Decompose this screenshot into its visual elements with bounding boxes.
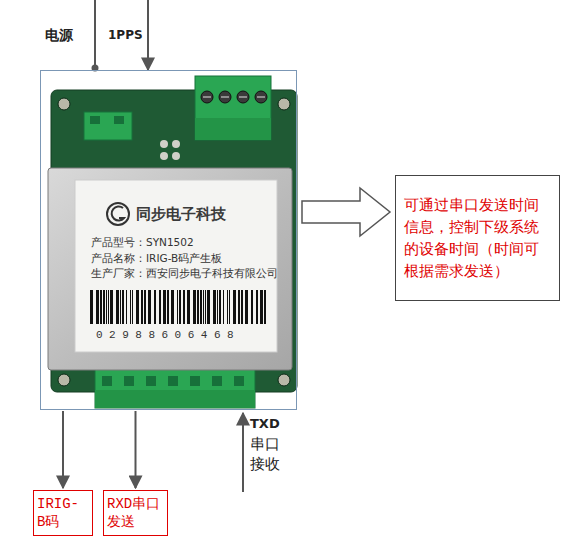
barcode [90,290,266,324]
label-sticker [75,180,277,352]
terminal-block [195,76,271,140]
pps-wire [147,0,149,70]
logo [107,203,129,225]
block-arrow [302,188,390,236]
board-frame: 同步电子科技产品型号：SYN1502 产品名称：IRIG-B码产生板生产厂家：西安… [40,70,297,410]
output-box: RXD串口 发送 [103,490,168,536]
power-wire [94,0,96,68]
signal-label: 1PPS [108,28,143,42]
maker-line: 生产厂家：西安同步电子科技有限公司 [91,267,278,281]
metal-shield [48,168,292,370]
signal-arrow [135,411,137,488]
terminal-block [84,112,132,140]
txd-wire [242,413,244,492]
box-text: 可通过串口发送时间 信息，控制下级系统 的设备时间（时间可 根据需求发送） [404,194,551,282]
note-box: 可通过串口发送时间 信息，控制下级系统 的设备时间（时间可 根据需求发送） [395,175,560,301]
brand-name: 同步电子科技 [136,205,226,224]
barcode-number: 02988606468 [96,329,240,341]
port-label: 串口 接收 [250,434,282,474]
product-line: 产品名称：IRIG-B码产生板 [91,252,222,266]
output-box: IRIG- B码 [33,490,93,536]
pcb [51,90,297,392]
box-text: IRIG- B码 [37,495,89,531]
signal-arrow [62,411,64,488]
power-label: 电源 [45,27,73,45]
box-text: RXD串口 发送 [107,495,164,531]
signal-label: TXD [250,416,280,431]
model-line: 产品型号：SYN1502 [91,236,194,250]
